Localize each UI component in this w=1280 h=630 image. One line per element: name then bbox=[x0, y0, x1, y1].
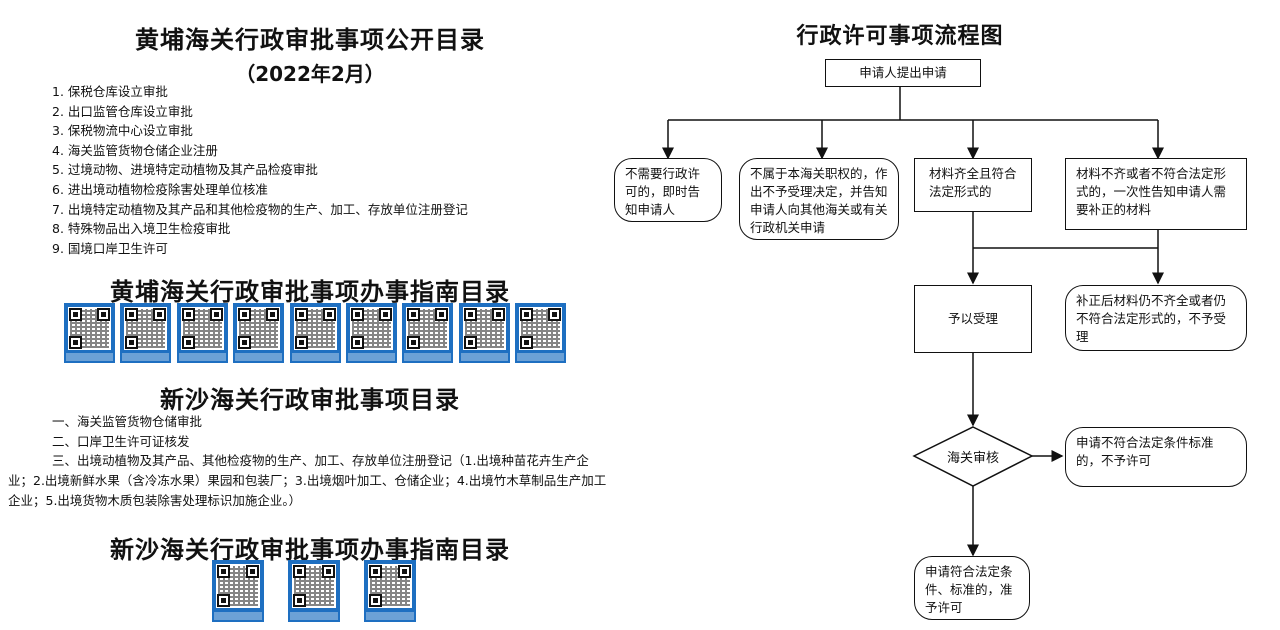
flowchart-connectors bbox=[662, 86, 1164, 557]
qr-code-icon[interactable] bbox=[288, 560, 340, 622]
review-label: 海关审核 bbox=[946, 451, 999, 466]
catalog-panel: 黄埔海关行政审批事项公开目录 （2022年2月） 1. 保税仓库设立审批 2. … bbox=[0, 0, 620, 630]
qr-code-icon[interactable] bbox=[515, 303, 567, 363]
xinsha-catalog-list: 一、海关监管货物仓储审批 二、口岸卫生许可证核发 bbox=[52, 412, 202, 451]
xinsha-catalog-title: 新沙海关行政审批事项目录 bbox=[160, 386, 460, 414]
qr-code-icon[interactable] bbox=[402, 303, 454, 363]
qr-code-icon[interactable] bbox=[364, 560, 416, 622]
flowchart-panel: 行政许可事项流程图 申请人提 bbox=[600, 0, 1280, 630]
list-item: 二、口岸卫生许可证核发 bbox=[52, 433, 190, 449]
huangpu-qr-codes bbox=[64, 303, 572, 363]
xinsha-item-3: 三、出境动植物及其产品、其他检疫物的生产、加工、存放单位注册登记（1.出境种苗花… bbox=[8, 453, 607, 508]
branch-node-no-permit: 不需要行政许可的，即时告知申请人 bbox=[614, 158, 722, 222]
list-item: 6. 进出境动植物检疫除害处理单位核准 bbox=[52, 181, 268, 197]
qr-code-icon[interactable] bbox=[458, 303, 510, 363]
reject-after-fix-node: 补正后材料仍不齐全或者仍不符合法定形式的，不予受理 bbox=[1065, 285, 1247, 351]
qr-code-icon[interactable] bbox=[345, 303, 397, 363]
start-node: 申请人提出申请 bbox=[825, 59, 981, 87]
list-item: 8. 特殊物品出入境卫生检疫审批 bbox=[52, 221, 231, 237]
flowchart-title: 行政许可事项流程图 bbox=[796, 24, 1004, 49]
branch-node-incomplete: 材料不齐或者不符合法定形式的，一次性告知申请人需要补正的材料 bbox=[1065, 158, 1247, 230]
deny-node: 申请不符合法定条件标准的，不予许可 bbox=[1065, 427, 1247, 487]
accept-node: 予以受理 bbox=[914, 285, 1032, 353]
qr-code-icon[interactable] bbox=[289, 303, 341, 363]
xinsha-qr-codes bbox=[212, 560, 440, 622]
qr-code-icon[interactable] bbox=[64, 303, 115, 363]
list-item: 7. 出境特定动植物及其产品和其他检疫物的生产、加工、存放单位注册登记 bbox=[52, 201, 468, 217]
list-item: 9. 国境口岸卫生许可 bbox=[52, 240, 168, 256]
qr-code-icon[interactable] bbox=[233, 303, 285, 363]
list-item: 2. 出口监管仓库设立审批 bbox=[52, 103, 193, 119]
huangpu-catalog-list: 1. 保税仓库设立审批 2. 出口监管仓库设立审批 3. 保税物流中心设立审批 … bbox=[52, 82, 468, 258]
xinsha-guide-title: 新沙海关行政审批事项办事指南目录 bbox=[110, 536, 510, 564]
catalog-date: （2022年2月） bbox=[235, 62, 385, 86]
qr-code-icon[interactable] bbox=[176, 303, 228, 363]
list-item: 1. 保税仓库设立审批 bbox=[52, 84, 168, 99]
qr-code-icon[interactable] bbox=[120, 303, 172, 363]
branch-node-not-jurisdiction: 不属于本海关职权的，作出不予受理决定，并告知申请人向其他海关或有关行政机关申请 bbox=[739, 158, 899, 240]
list-item: 3. 保税物流中心设立审批 bbox=[52, 123, 193, 139]
branch-node-complete: 材料齐全且符合法定形式的 bbox=[914, 158, 1032, 212]
approve-node: 申请符合法定条件、标准的，准予许可 bbox=[914, 556, 1030, 620]
huangpu-catalog-title: 黄埔海关行政审批事项公开目录 bbox=[135, 26, 485, 54]
huangpu-guide-title: 黄埔海关行政审批事项办事指南目录 bbox=[110, 278, 510, 306]
list-item: 4. 海关监管货物仓储企业注册 bbox=[52, 142, 218, 158]
list-item: 5. 过境动物、进境特定动植物及其产品检疫审批 bbox=[52, 162, 318, 178]
qr-code-icon[interactable] bbox=[212, 560, 264, 622]
list-item: 一、海关监管货物仓储审批 bbox=[52, 414, 203, 429]
